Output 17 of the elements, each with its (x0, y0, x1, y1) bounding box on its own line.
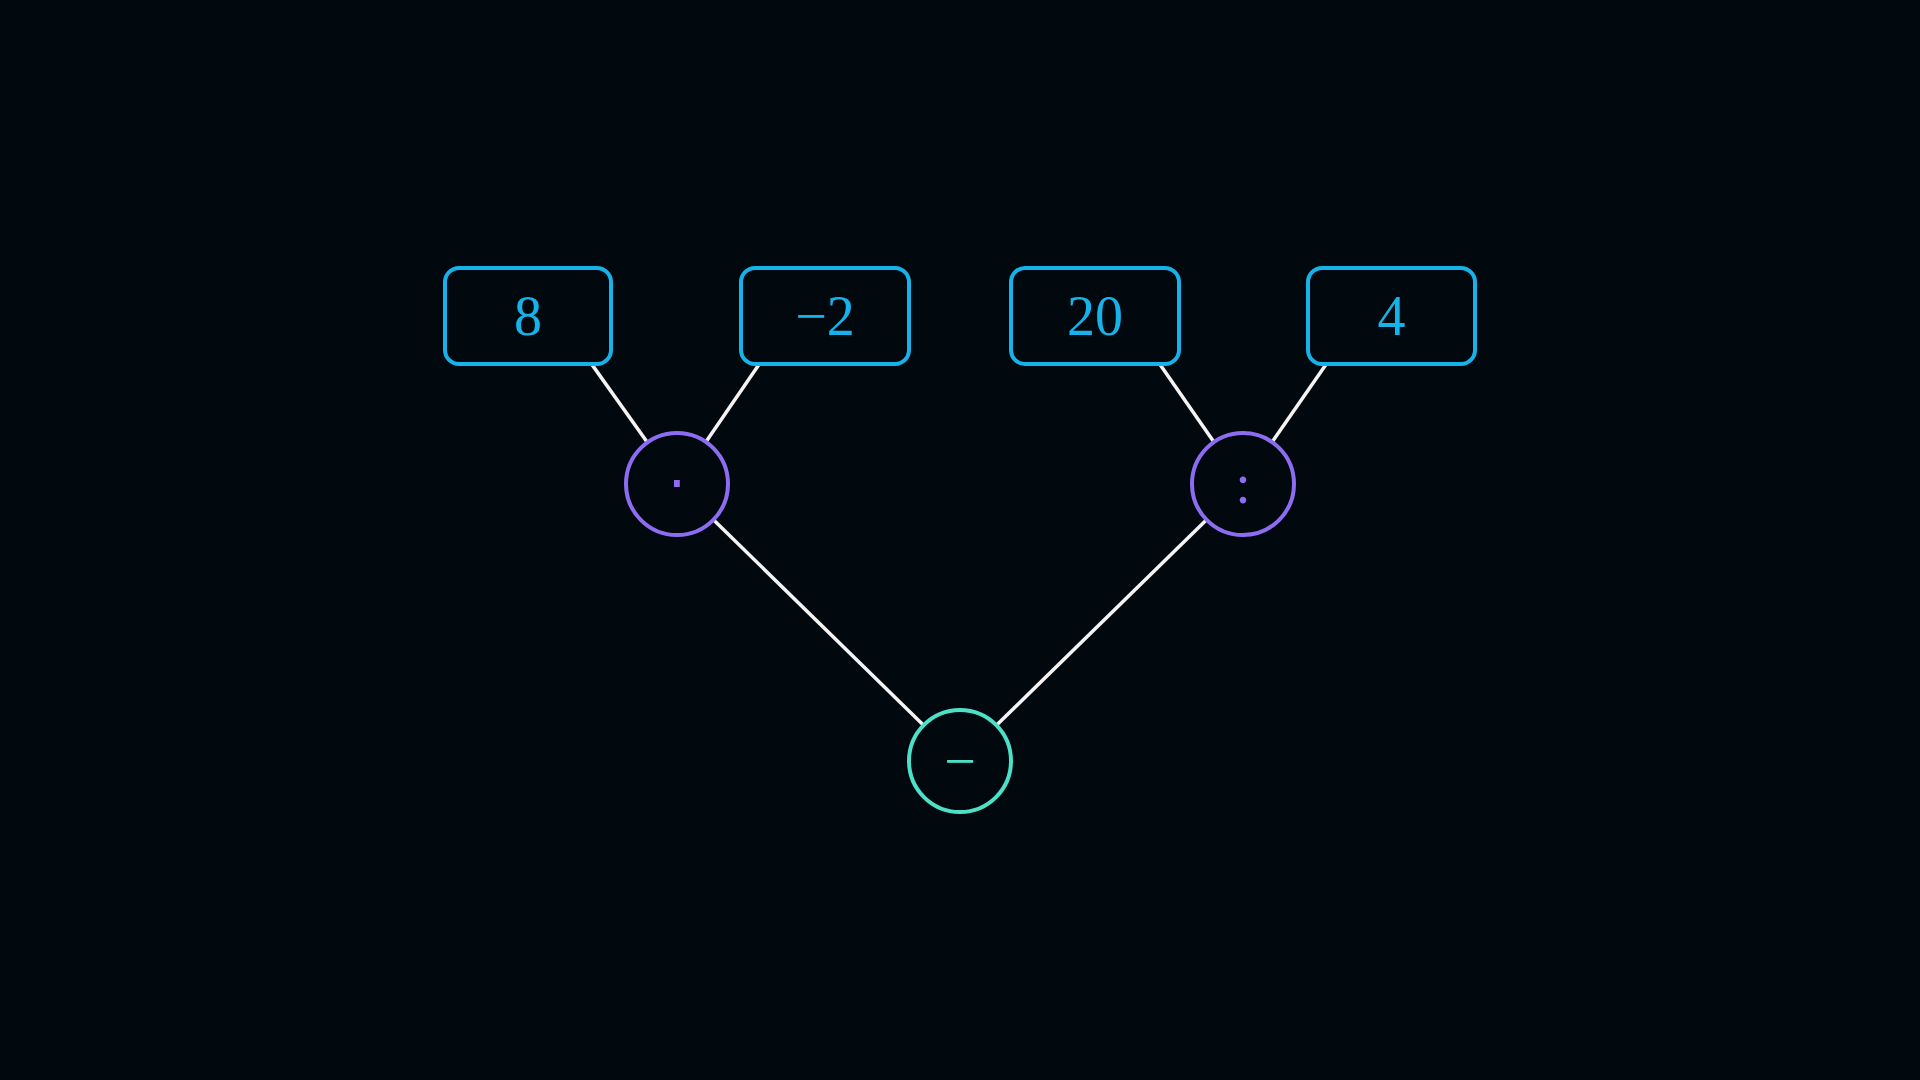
number-label: 4 (1377, 288, 1406, 344)
connector-line (1270, 363, 1328, 444)
number-label: 20 (1067, 288, 1123, 344)
number-box (443, 266, 613, 366)
number-box (1009, 266, 1181, 366)
number-label: 8 (514, 288, 542, 344)
connector-line (590, 363, 649, 444)
connector-line (712, 518, 925, 727)
connector-line (995, 518, 1208, 727)
operator-symbol: − (944, 733, 976, 789)
number-box (739, 266, 911, 366)
connector-line (704, 363, 761, 443)
number-label: −2 (795, 288, 855, 344)
operator-symbol: ⋅ (668, 456, 686, 512)
connector-line (1158, 363, 1216, 444)
operator-symbol: : (1235, 456, 1251, 512)
number-box (1306, 266, 1477, 366)
